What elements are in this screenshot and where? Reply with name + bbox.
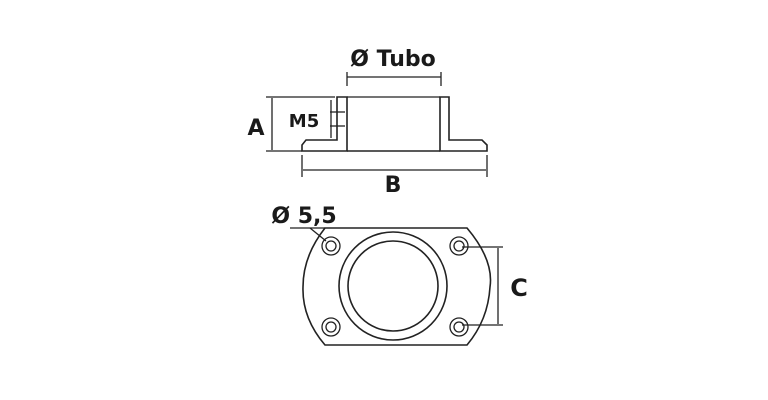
width-label: B [385,173,402,198]
left-section [301,96,348,152]
plate-outline [302,227,492,346]
hole [325,240,337,252]
mounting-holes [321,236,469,337]
right-section [439,96,488,152]
hole-outer [449,317,469,337]
tube-outer-circle [338,231,448,341]
leader-line [309,227,327,242]
height-label: A [247,116,264,141]
hole-outer [321,236,341,256]
side-section-view: Ø Tubo A M5 B [247,47,488,198]
thread-label: M5 [289,111,319,132]
hole-spacing-label: C [510,274,528,302]
hole [453,321,465,333]
hole-outer [321,317,341,337]
hole [325,321,337,333]
hole [453,240,465,252]
tube-inner-circle [347,240,439,332]
hole-outer [449,236,469,256]
top-plan-view: Ø 5,5 C [271,204,528,346]
tube-diameter-label: Ø Tubo [350,47,435,72]
hole-diameter-label: Ø 5,5 [271,204,336,229]
